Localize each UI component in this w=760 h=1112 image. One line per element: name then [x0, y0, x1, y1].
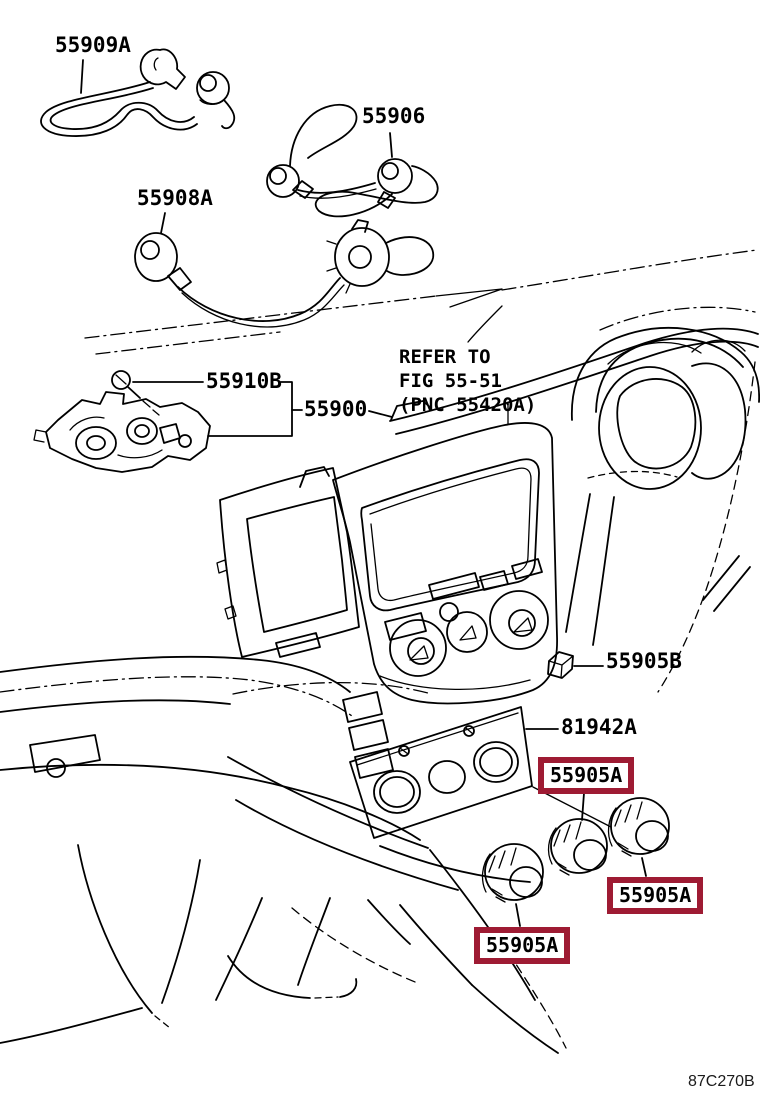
instrument-cluster-art: [565, 327, 760, 693]
part-label-55909A[interactable]: 55909A: [55, 33, 131, 57]
part-label-81942A[interactable]: 81942A: [561, 715, 637, 739]
refer-note-line2: FIG 55-51: [399, 370, 502, 392]
cable-55906-art: [266, 103, 439, 218]
clip-55905B-art: [547, 651, 574, 679]
lower-console-art: [227, 681, 612, 891]
faceplate-81942A-art: [349, 706, 533, 839]
refer-note-line3: (PNC 55420A): [399, 394, 537, 416]
part-label-55900[interactable]: 55900: [304, 397, 368, 421]
part-label-55906[interactable]: 55906: [362, 104, 426, 128]
heater-control-unit-art: [33, 370, 211, 473]
refer-note-line1: REFER TO: [399, 346, 491, 368]
knobs-55905A-art: [481, 797, 670, 903]
figure-code: 87C270B: [688, 1073, 755, 1090]
part-callout-55905A-right[interactable]: 55905A: [607, 877, 704, 914]
refer-note[interactable]: REFER TO FIG 55-51 (PNC 55420A): [399, 345, 536, 417]
label-leader-lines: [80, 59, 647, 927]
cable-55909A-art: [40, 48, 236, 137]
part-label-55910B[interactable]: 55910B: [206, 369, 282, 393]
part-callout-55905A-bottom[interactable]: 55905A: [474, 927, 571, 964]
cable-55908A-art: [134, 219, 434, 328]
windshield-lines-art: [84, 249, 758, 355]
part-label-55908A[interactable]: 55908A: [137, 186, 213, 210]
dashboard-art: [0, 327, 759, 1054]
center-stack-art: [299, 422, 558, 705]
part-label-55905B[interactable]: 55905B: [606, 649, 682, 673]
part-callout-55905A-top[interactable]: 55905A: [538, 757, 635, 794]
